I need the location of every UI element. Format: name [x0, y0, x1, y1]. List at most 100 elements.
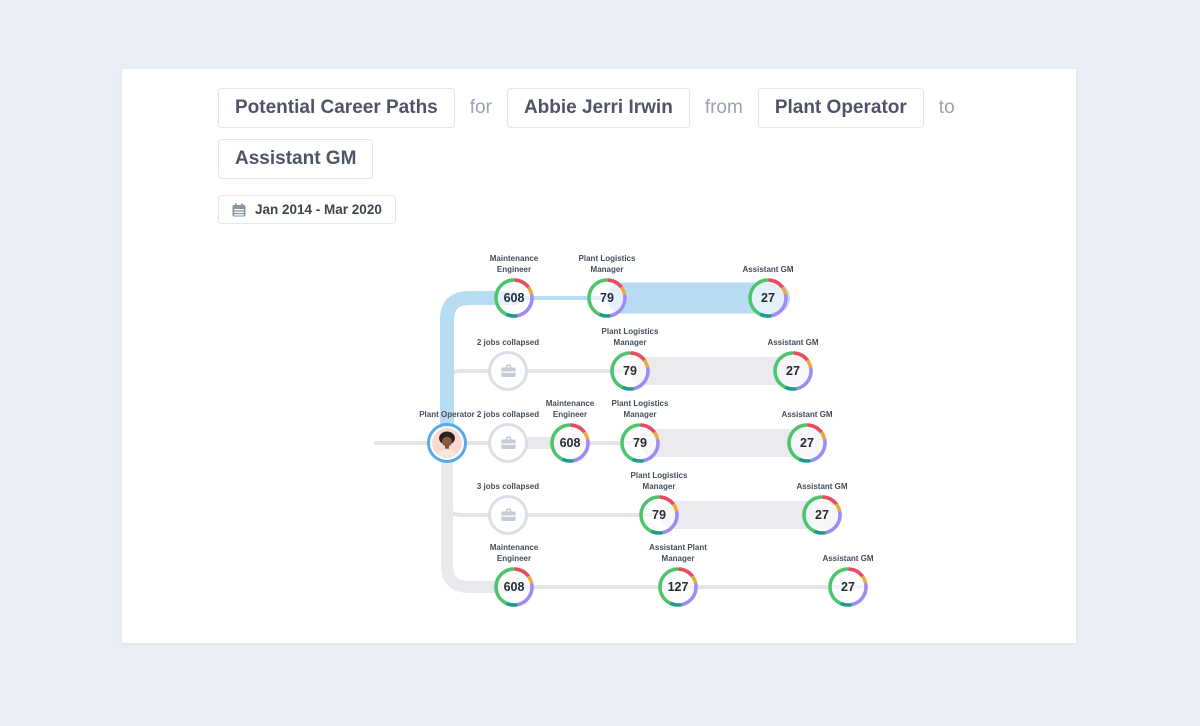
ring-chart-icon	[587, 278, 627, 318]
stat-ring: 79	[620, 423, 660, 463]
node-assistant-gm-3[interactable]: Assistant GM 27	[781, 410, 833, 463]
node-maintenance-engineer-1[interactable]: Maintenance Engineer 608	[490, 254, 538, 318]
node-label: Assistant GM	[781, 409, 833, 419]
node-label: 2 jobs collapsed	[476, 409, 540, 419]
stat-ring: 79	[587, 278, 627, 318]
node-plant-logistics-manager-1[interactable]: Plant Logistics Manager 79	[579, 254, 635, 318]
ring-chart-icon	[748, 278, 788, 318]
date-range-picker[interactable]: Jan 2014 - Mar 2020	[218, 195, 396, 224]
to-connector: to	[938, 97, 955, 118]
node-value: 79	[600, 291, 614, 305]
briefcase-icon	[500, 435, 516, 449]
collapsed-jobs-circle	[488, 423, 528, 463]
stat-ring: 127	[658, 567, 698, 607]
ring-chart-icon	[494, 278, 534, 318]
node-value: 27	[815, 508, 829, 522]
target-role-chip[interactable]: Assistant GM	[218, 139, 374, 179]
row3-thick-band	[640, 429, 827, 457]
ring-chart-icon	[620, 423, 660, 463]
ring-chart-icon	[787, 423, 827, 463]
ring-chart-icon	[828, 567, 868, 607]
node-assistant-gm-1[interactable]: Assistant GM 27	[742, 265, 794, 318]
node-assistant-gm-2[interactable]: Assistant GM 27	[767, 338, 819, 391]
person-chip[interactable]: Abbie Jerri Irwin	[506, 88, 690, 128]
node-label: Plant Operator	[419, 409, 475, 419]
node-maintenance-engineer-2[interactable]: Maintenance Engineer 608	[546, 399, 594, 463]
node-plant-operator-avatar[interactable]: Plant Operator	[419, 410, 475, 463]
node-assistant-gm-5[interactable]: Assistant GM 27	[822, 554, 874, 607]
date-range-label: Jan 2014 - Mar 2020	[255, 202, 382, 217]
node-value: 27	[841, 580, 855, 594]
node-label: Assistant GM	[822, 553, 874, 563]
node-value: 27	[786, 364, 800, 378]
node-collapsed-jobs-3[interactable]: 3 jobs collapsed	[477, 482, 539, 535]
node-assistant-plant-manager[interactable]: Assistant Plant Manager 127	[649, 543, 707, 607]
page-title: Potential Career Paths for Abbie Jerri I…	[218, 88, 1008, 190]
node-maintenance-engineer-3[interactable]: Maintenance Engineer 608	[490, 543, 538, 607]
stat-ring: 27	[787, 423, 827, 463]
stat-ring: 27	[828, 567, 868, 607]
node-label: 2 jobs collapsed	[476, 337, 540, 347]
node-label: 3 jobs collapsed	[476, 481, 540, 491]
stat-ring: 79	[639, 495, 679, 535]
avatar-photo	[432, 428, 462, 458]
title-chip[interactable]: Potential Career Paths	[218, 88, 455, 128]
node-label: Assistant GM	[767, 337, 819, 347]
main-card: Potential Career Paths for Abbie Jerri I…	[122, 69, 1076, 643]
person-portrait-icon	[432, 428, 462, 458]
node-value: 127	[667, 580, 689, 594]
row4-thick-band	[659, 501, 842, 529]
node-value: 608	[503, 291, 525, 305]
calendar-icon	[232, 203, 246, 216]
ring-chart-icon	[610, 351, 650, 391]
stat-ring: 27	[773, 351, 813, 391]
briefcase-icon	[500, 507, 516, 521]
node-label: Plant Logistics Manager	[601, 327, 659, 347]
node-collapsed-jobs-2[interactable]: 2 jobs collapsed	[477, 410, 539, 463]
ring-chart-icon	[658, 567, 698, 607]
stat-ring: 27	[748, 278, 788, 318]
node-label: Plant Logistics Manager	[611, 399, 669, 419]
node-plant-logistics-manager-2[interactable]: Plant Logistics Manager 79	[602, 327, 658, 391]
node-label: Maintenance Engineer	[545, 399, 595, 419]
node-value: 79	[652, 508, 666, 522]
node-label: Plant Logistics Manager	[578, 254, 636, 274]
employee-avatar	[427, 423, 467, 463]
stat-ring: 79	[610, 351, 650, 391]
node-label: Maintenance Engineer	[489, 254, 539, 274]
node-label: Assistant GM	[742, 264, 794, 274]
stat-ring: 608	[550, 423, 590, 463]
briefcase-icon	[500, 363, 516, 377]
node-collapsed-jobs-1[interactable]: 2 jobs collapsed	[477, 338, 539, 391]
stat-ring: 608	[494, 567, 534, 607]
node-label: Maintenance Engineer	[489, 543, 539, 563]
node-plant-logistics-manager-3[interactable]: Plant Logistics Manager 79	[612, 399, 668, 463]
path-links-svg	[374, 282, 867, 593]
row2-thick-band	[630, 357, 813, 385]
stat-ring: 608	[494, 278, 534, 318]
node-value: 27	[761, 291, 775, 305]
title-line-1: Potential Career Paths for Abbie Jerri I…	[218, 88, 1008, 128]
ring-chart-icon	[494, 567, 534, 607]
node-value: 79	[623, 364, 637, 378]
node-label: Plant Logistics Manager	[630, 471, 688, 491]
node-value: 608	[503, 580, 525, 594]
collapsed-jobs-circle	[488, 495, 528, 535]
node-label: Assistant GM	[796, 481, 848, 491]
from-connector: from	[704, 97, 743, 118]
node-value: 608	[559, 436, 581, 450]
title-line-2: Assistant GM	[218, 139, 1008, 179]
node-label: Assistant Plant Manager	[649, 543, 707, 563]
ring-chart-icon	[550, 423, 590, 463]
source-role-chip[interactable]: Plant Operator	[757, 88, 924, 128]
node-assistant-gm-4[interactable]: Assistant GM 27	[796, 482, 848, 535]
node-value: 79	[633, 436, 647, 450]
stat-ring: 27	[802, 495, 842, 535]
node-value: 27	[800, 436, 814, 450]
collapsed-jobs-circle	[488, 351, 528, 391]
ring-chart-icon	[802, 495, 842, 535]
for-connector: for	[469, 97, 492, 118]
node-plant-logistics-manager-4[interactable]: Plant Logistics Manager 79	[631, 471, 687, 535]
row5-curve-band	[441, 431, 520, 593]
